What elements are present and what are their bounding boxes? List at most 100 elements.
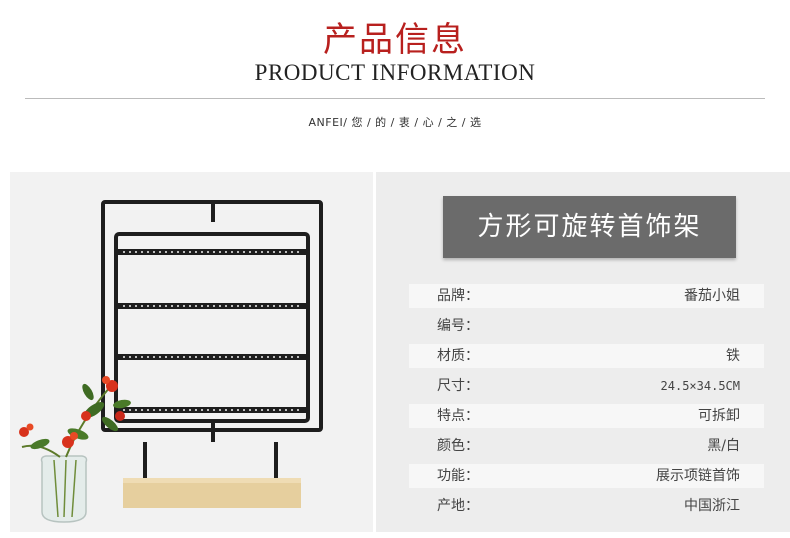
stand-hole [243,305,245,307]
spec-label: 品牌： [437,288,479,304]
stand-hole [183,409,185,411]
stand-hole [183,305,185,307]
stand-hole [171,409,173,411]
stand-hole [243,251,245,253]
stand-hole [141,409,143,411]
stand-hole [189,409,191,411]
stand-hole [213,305,215,307]
spec-label: 编号： [437,318,479,334]
stand-hole [195,356,197,358]
stand-hole [267,356,269,358]
product-photo [10,172,373,532]
stand-hole [177,409,179,411]
brand-slogan: ANFEI/ 您 / 的 / 衷 / 心 / 之 / 选 [308,116,482,129]
stand-hole [279,356,281,358]
stand-hole [249,305,251,307]
stand-hole [213,356,215,358]
spec-value: 展示项链首饰 [656,468,740,484]
stand-hole [273,409,275,411]
stand-hole [285,409,287,411]
product-name: 方形可旋转首饰架 [443,196,736,258]
stand-hole [219,251,221,253]
spec-label: 特点： [437,408,479,424]
stand-hole [147,356,149,358]
stand-hole [297,305,299,307]
stand-hole [201,251,203,253]
spec-value: 番茄小姐 [684,288,740,304]
stand-hole [141,356,143,358]
stand-hole [135,305,137,307]
stand-hole [261,409,263,411]
stand-hole [201,356,203,358]
spec-row-brand: 品牌： 番茄小姐 [409,284,764,308]
stand-hole [249,356,251,358]
stand-hole [159,356,161,358]
stand-hole [165,356,167,358]
stand-hole [255,305,257,307]
stand-hole [231,305,233,307]
stand-hole [213,409,215,411]
stand-hole [135,251,137,253]
stand-hole [273,251,275,253]
stand-hole [171,356,173,358]
stand-hole [297,251,299,253]
stand-hole [207,251,209,253]
stand-hole [123,356,125,358]
stand-hole [165,305,167,307]
stand-hole [129,356,131,358]
stand-hole [171,305,173,307]
stand-hole [255,409,257,411]
title-en: PRODUCT INFORMATION [254,60,536,85]
stand-hole [291,409,293,411]
stand-hole [237,356,239,358]
stand-hole [267,305,269,307]
stand-hole [129,409,131,411]
spec-label: 产地： [437,498,479,514]
stand-hole [189,356,191,358]
stand-hole [147,409,149,411]
stand-hole [171,251,173,253]
stand-hole [135,409,137,411]
stand-hole [291,356,293,358]
stand-hole [123,409,125,411]
stand-hole [219,356,221,358]
stand-hole [261,356,263,358]
stand-hole [195,305,197,307]
stand-hole [153,305,155,307]
stand-hole [267,409,269,411]
spec-row-feature: 特点： 可拆卸 [409,404,764,428]
spec-label: 功能： [437,468,479,484]
stand-hole [183,251,185,253]
stand-hole [243,356,245,358]
stand-hole [177,356,179,358]
stand-hole [219,409,221,411]
spec-row-material: 材质： 铁 [409,344,764,368]
stand-hole [159,305,161,307]
stand-hole [123,251,125,253]
stand-hole [255,251,257,253]
stand-hole [141,305,143,307]
stand-hole [231,251,233,253]
stand-hole [141,251,143,253]
stand-hole [153,409,155,411]
spec-value: 黑/白 [707,438,740,454]
stand-hole [273,356,275,358]
stand-hole [219,305,221,307]
product-info-panel: 方形可旋转首饰架 品牌： 番茄小姐 编号： 材质： 铁 尺寸： 24.5×34.… [376,172,790,532]
spec-row-size: 尺寸： 24.5×34.5CM [409,374,764,398]
stand-hole [297,409,299,411]
stand-hole [195,251,197,253]
stand-hole [279,409,281,411]
stand-hole [225,305,227,307]
stand-hole [255,356,257,358]
stand-hole [207,409,209,411]
stand-hole [237,409,239,411]
spec-label: 尺寸： [437,378,479,394]
stand-hole [177,251,179,253]
stand-hole [189,305,191,307]
spec-value: 中国浙江 [684,498,740,514]
stand-hole [129,305,131,307]
jewelry-stand-illustration [19,200,323,523]
title-cn: 产品信息 [323,20,467,60]
spec-value: 24.5×34.5CM [660,379,740,393]
